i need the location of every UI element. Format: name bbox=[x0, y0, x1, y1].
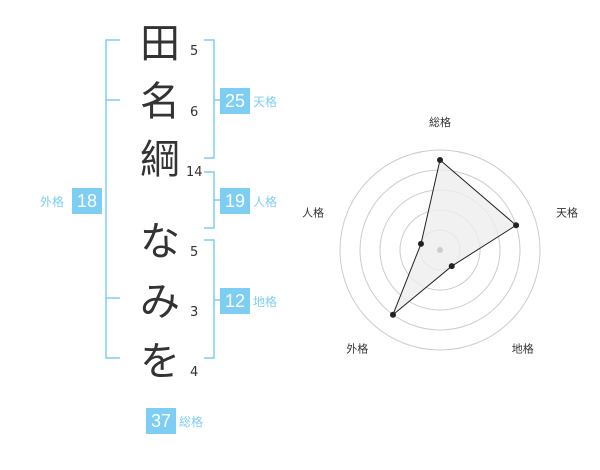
gaikaku-bracket bbox=[105, 39, 120, 359]
radar-axis-label-1: 総格 bbox=[429, 115, 451, 129]
radar-axis-label-5: 人格 bbox=[302, 205, 324, 219]
radar-point-2 bbox=[513, 222, 520, 229]
stroke-count-2: 6 bbox=[190, 105, 199, 120]
gaikaku-badge: 18 bbox=[72, 188, 102, 214]
tenkaku-label: 天格 bbox=[253, 95, 278, 109]
soukaku-badge: 37 bbox=[146, 408, 176, 434]
chikaku-bracket bbox=[204, 239, 215, 359]
soukaku-label: 総格 bbox=[179, 415, 204, 429]
radar-axis-label-4: 外格 bbox=[346, 342, 368, 356]
jinkaku-badge: 19 bbox=[220, 188, 250, 214]
stroke-count-3: 14 bbox=[186, 165, 203, 180]
jinkaku-label: 人格 bbox=[253, 195, 278, 209]
radar-axis-label-3: 地格 bbox=[512, 342, 534, 356]
name-char-3: 綱 bbox=[140, 137, 180, 183]
radar-point-4 bbox=[389, 311, 396, 318]
chikaku-label: 地格 bbox=[253, 295, 278, 309]
stroke-count-6: 4 bbox=[190, 365, 199, 380]
radar-ring-5 bbox=[339, 149, 541, 351]
name-char-2: 名 bbox=[140, 79, 180, 125]
radar-center-dot bbox=[437, 247, 443, 253]
stroke-count-4: 5 bbox=[190, 245, 199, 260]
chikaku-badge: 12 bbox=[220, 288, 250, 314]
gaikaku-label: 外格 bbox=[40, 195, 65, 209]
stroke-count-1: 5 bbox=[190, 44, 199, 59]
radar-point-1 bbox=[437, 157, 443, 163]
name-char-6: を bbox=[140, 339, 180, 385]
name-char-1: 田 bbox=[140, 21, 180, 67]
radar-point-3 bbox=[448, 263, 455, 270]
radar-axis-label-2: 天格 bbox=[556, 205, 578, 219]
radar-polygon bbox=[392, 159, 517, 316]
name-char-5: み bbox=[140, 279, 180, 325]
name-char-4: な bbox=[140, 219, 180, 265]
radar-point-5 bbox=[417, 240, 424, 247]
tenkaku-bracket bbox=[204, 39, 215, 159]
stroke-count-5: 3 bbox=[190, 305, 199, 320]
tenkaku-badge: 25 bbox=[220, 88, 250, 114]
